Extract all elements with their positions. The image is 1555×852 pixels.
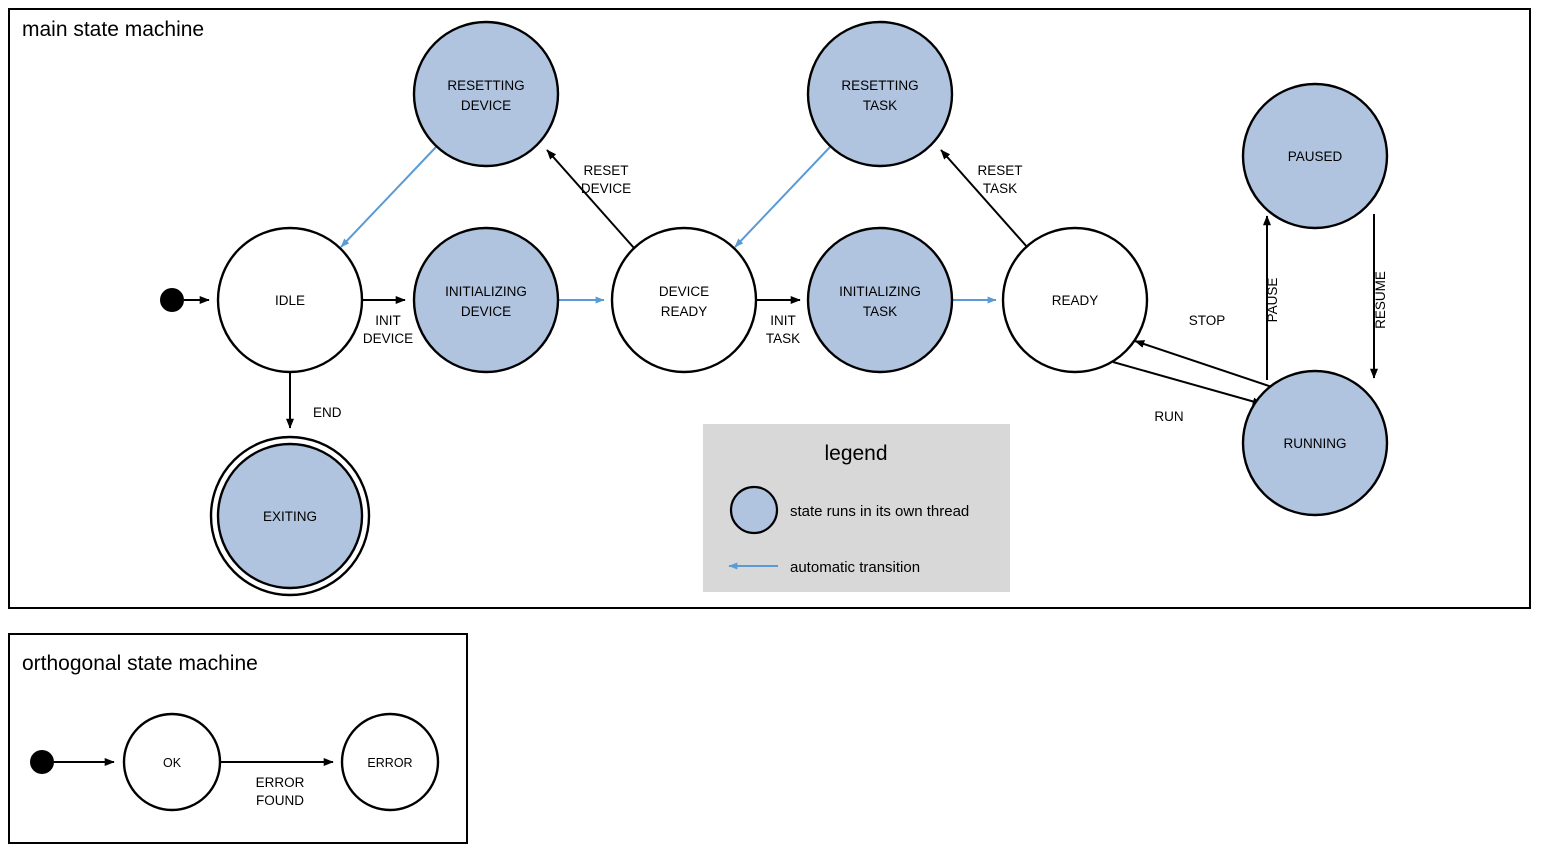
state-label: READY (1052, 293, 1099, 308)
transition-label: RESUME (1373, 271, 1388, 329)
transition-label: STOP (1189, 313, 1226, 328)
transition-device-ready-to-resetting-device: RESET DEVICE (546, 149, 635, 249)
transition-label: INIT (770, 313, 796, 328)
state-label: READY (661, 304, 708, 319)
state-label: RESETTING (447, 78, 524, 93)
state-label: PAUSED (1288, 149, 1343, 164)
transition-label: RESET (583, 163, 628, 178)
state-label: DEVICE (461, 98, 511, 113)
transition-start-to-idle (160, 288, 210, 312)
state-label: OK (163, 756, 182, 770)
state-node-ready[interactable]: READY (1001, 226, 1149, 374)
transition-label: FOUND (256, 793, 304, 808)
transition-ready-to-running: RUN (1112, 361, 1263, 424)
transition-resetting-task-to-device-ready (734, 146, 831, 248)
state-label: RESETTING (841, 78, 918, 93)
state-label: RUNNING (1284, 436, 1347, 451)
state-node-device-ready[interactable]: DEVICE READY (610, 226, 758, 374)
legend-item-label: state runs in its own thread (790, 503, 969, 520)
transition-start-to-ok (30, 750, 115, 774)
main-panel-title: main state machine (22, 18, 204, 41)
state-node-idle[interactable]: IDLE (216, 226, 364, 374)
transition-label: TASK (766, 331, 800, 346)
final-state-outer-ring (209, 435, 371, 597)
state-label: ERROR (367, 756, 412, 770)
transition-label: TASK (983, 181, 1017, 196)
transition-label: INIT (375, 313, 401, 328)
state-node-ok[interactable]: OK (122, 712, 222, 812)
state-label: TASK (863, 98, 897, 113)
state-node-resetting-device[interactable]: RESETTING DEVICE (412, 20, 560, 168)
transition-ready-to-resetting-task: RESET TASK (940, 149, 1029, 249)
legend-title: legend (824, 442, 887, 465)
state-label: IDLE (275, 293, 305, 308)
transition-label: RESET (977, 163, 1022, 178)
state-node-initializing-task[interactable]: INITIALIZING TASK (806, 226, 954, 374)
orthogonal-initial-state-dot (30, 750, 54, 774)
transition-label: RUN (1154, 409, 1183, 424)
initial-state-dot (160, 288, 184, 312)
state-node-initializing-device[interactable]: INITIALIZING DEVICE (412, 226, 560, 374)
transition-device-ready-to-initializing-task: INIT TASK (756, 296, 801, 346)
transition-label: ERROR (256, 775, 305, 790)
state-label: INITIALIZING (445, 284, 527, 299)
transition-idle-to-exiting: END (286, 372, 342, 429)
thread-state-swatch-icon (729, 485, 779, 535)
state-label: DEVICE (659, 284, 709, 299)
transition-label: PAUSE (1265, 278, 1280, 323)
legend: legend state runs in its own thread auto… (703, 424, 1010, 592)
transition-ok-to-error: ERROR FOUND (220, 758, 334, 808)
orthogonal-panel-title: orthogonal state machine (22, 652, 258, 675)
state-label: EXITING (263, 509, 317, 524)
transition-running-to-paused: PAUSE (1263, 215, 1280, 380)
transition-label: DEVICE (581, 181, 631, 196)
state-node-error[interactable]: ERROR (340, 712, 440, 812)
state-node-resetting-task[interactable]: RESETTING TASK (806, 20, 954, 168)
transition-running-to-ready: STOP (1134, 313, 1279, 390)
transition-label: END (313, 405, 342, 420)
legend-item-label: automatic transition (790, 559, 920, 576)
state-label: DEVICE (461, 304, 511, 319)
state-node-exiting[interactable]: EXITING (209, 435, 371, 597)
state-node-paused[interactable]: PAUSED (1241, 82, 1389, 230)
transition-idle-to-initializing-device: INIT DEVICE (362, 296, 413, 346)
transition-label: DEVICE (363, 331, 413, 346)
state-label: INITIALIZING (839, 284, 921, 299)
transition-resetting-device-to-idle (340, 146, 437, 248)
state-label: TASK (863, 304, 897, 319)
transition-paused-to-running: RESUME (1370, 214, 1388, 379)
state-node-running[interactable]: RUNNING (1241, 369, 1389, 517)
